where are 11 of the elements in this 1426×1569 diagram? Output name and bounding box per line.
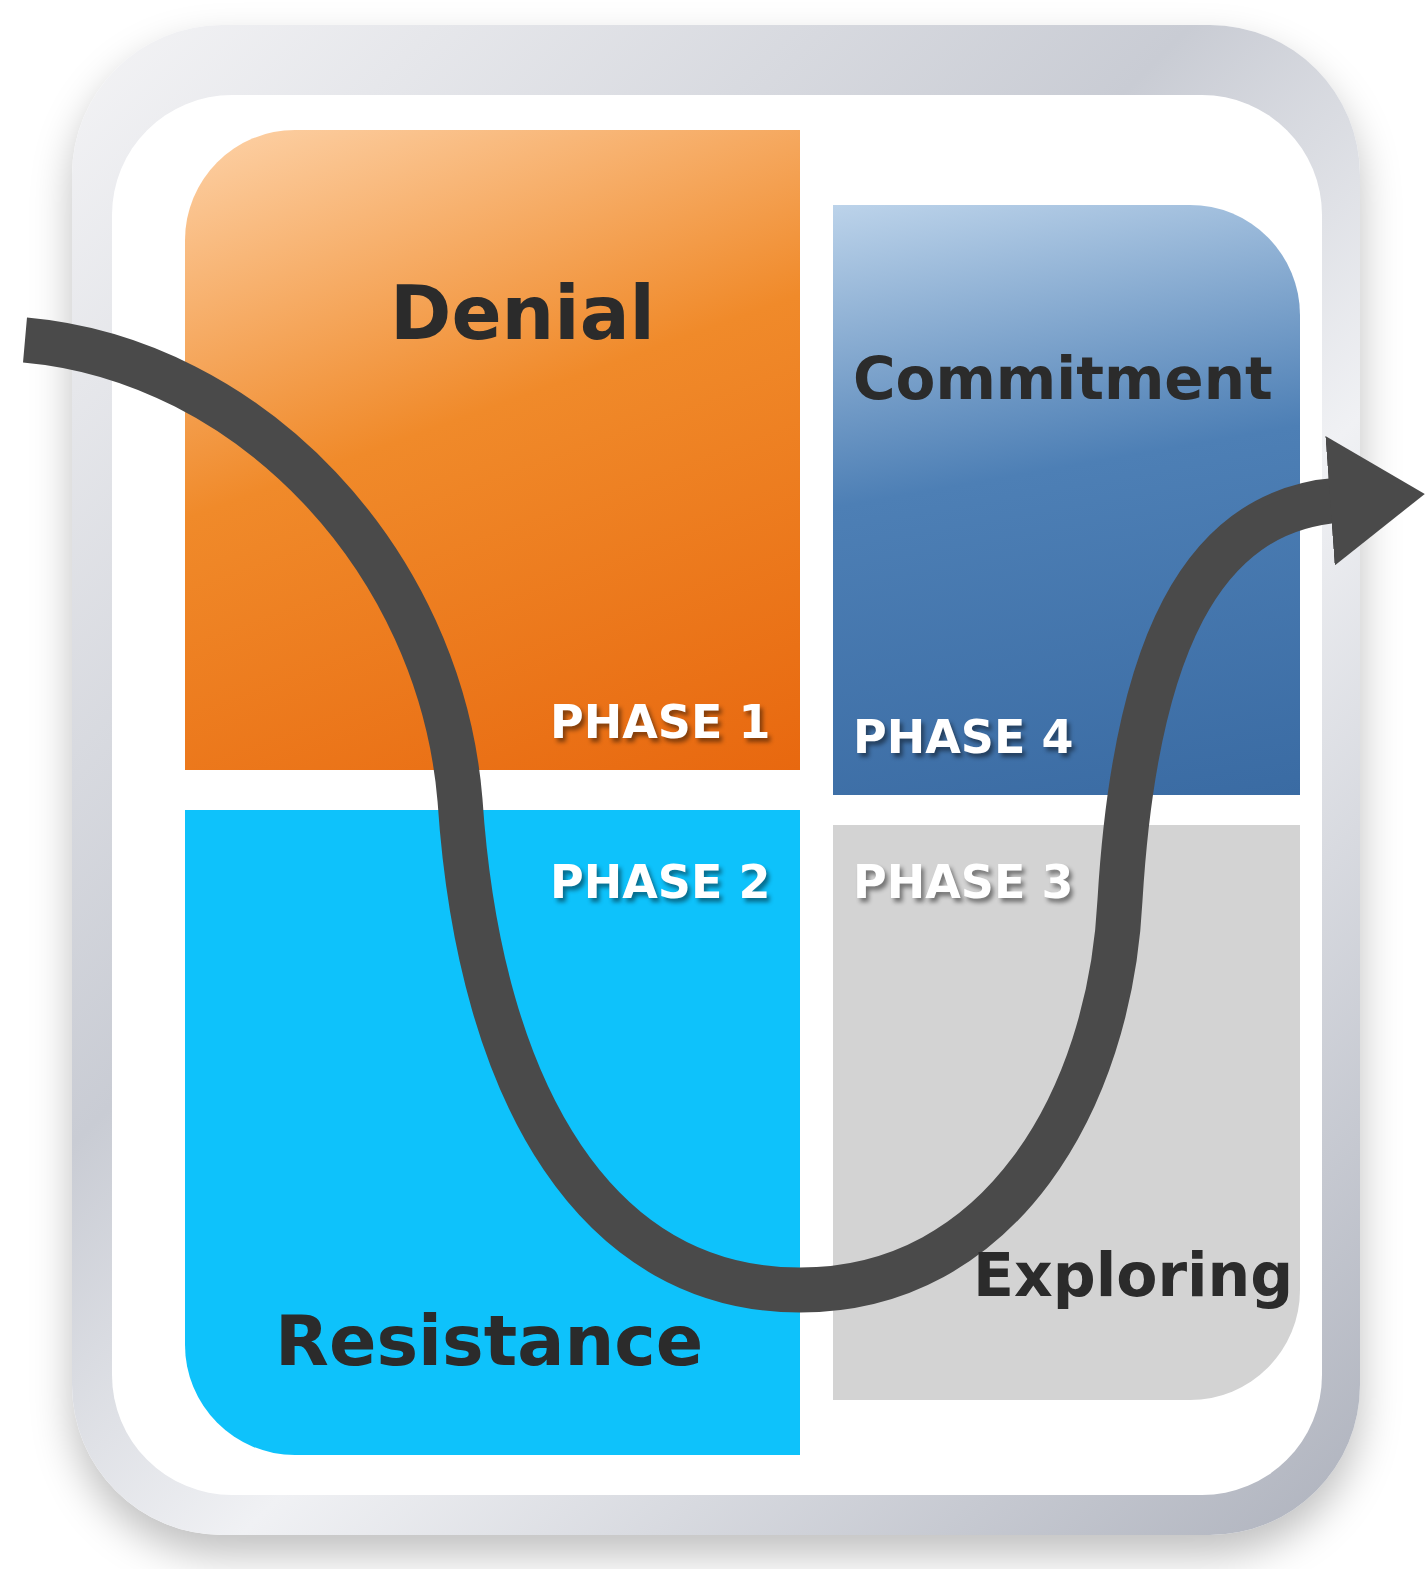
phase-label: PHASE 4: [853, 710, 1074, 764]
quadrant-panel: [185, 130, 800, 770]
phase-label: PHASE 2: [550, 855, 771, 909]
phase-label: PHASE 1: [550, 695, 771, 749]
quadrant-panel: [833, 205, 1300, 795]
quadrant-title: Denial: [390, 270, 655, 356]
quadrant-title: Exploring: [973, 1240, 1294, 1310]
quadrant-title: Resistance: [275, 1300, 704, 1382]
phase-label: PHASE 3: [853, 855, 1074, 909]
quadrant-title: Commitment: [853, 345, 1273, 413]
quadrant-panel: [185, 810, 800, 1455]
